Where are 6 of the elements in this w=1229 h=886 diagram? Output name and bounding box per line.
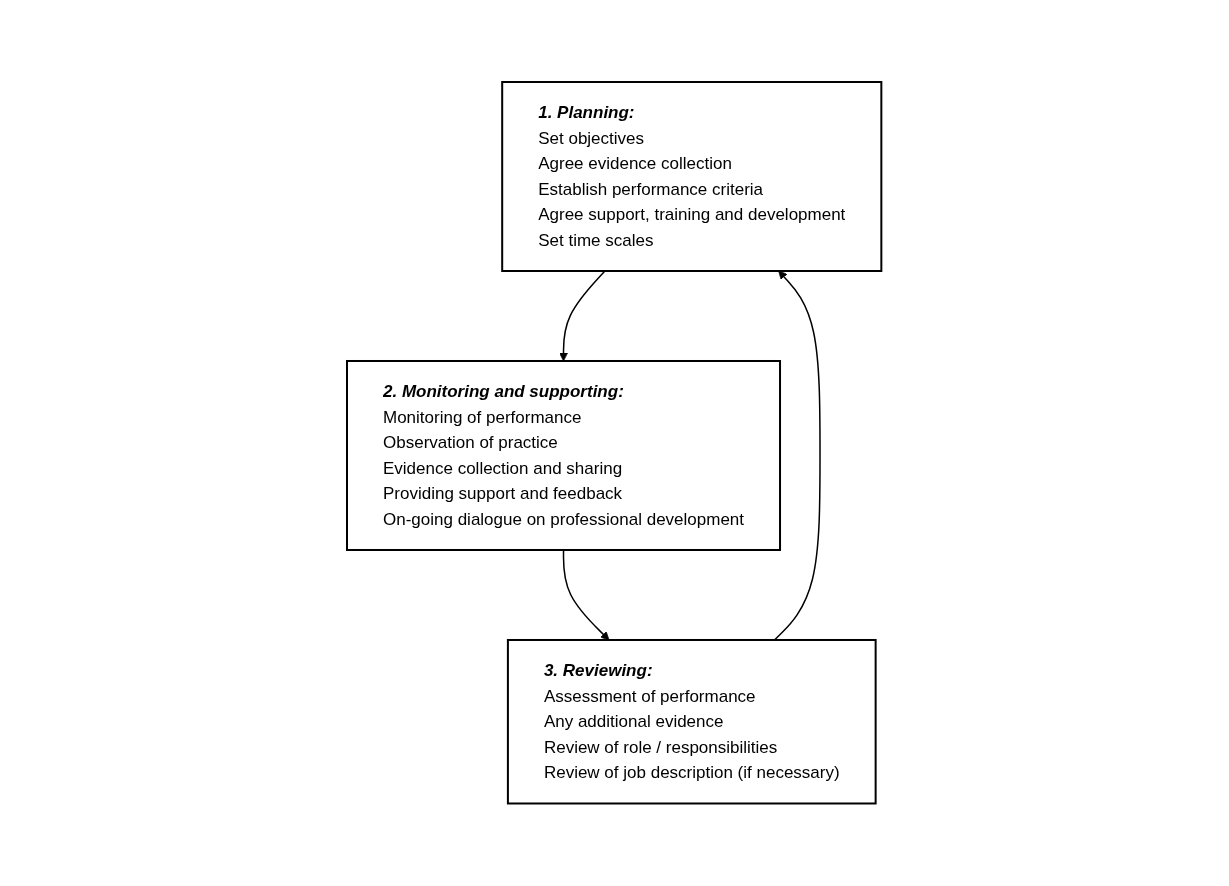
node-box: 1. Planning: Set objectives Agree evidence collection Establish performance criteria Agree support, training and development Set time scales xyxy=(501,81,883,273)
arrow xyxy=(563,549,610,641)
arrow xyxy=(559,270,606,362)
node-box: 2. Monitoring and supporting: Monitoring of performance Observation of practice Evidence collection and sharing Providing support and feedback On-going dialogue on professional development xyxy=(346,360,782,552)
node-box: 3. Reviewing: Assessment of performance Any additional evidence Review of role / responsibilities Review of job description (if necessary) xyxy=(507,639,877,805)
arrow xyxy=(774,270,822,641)
